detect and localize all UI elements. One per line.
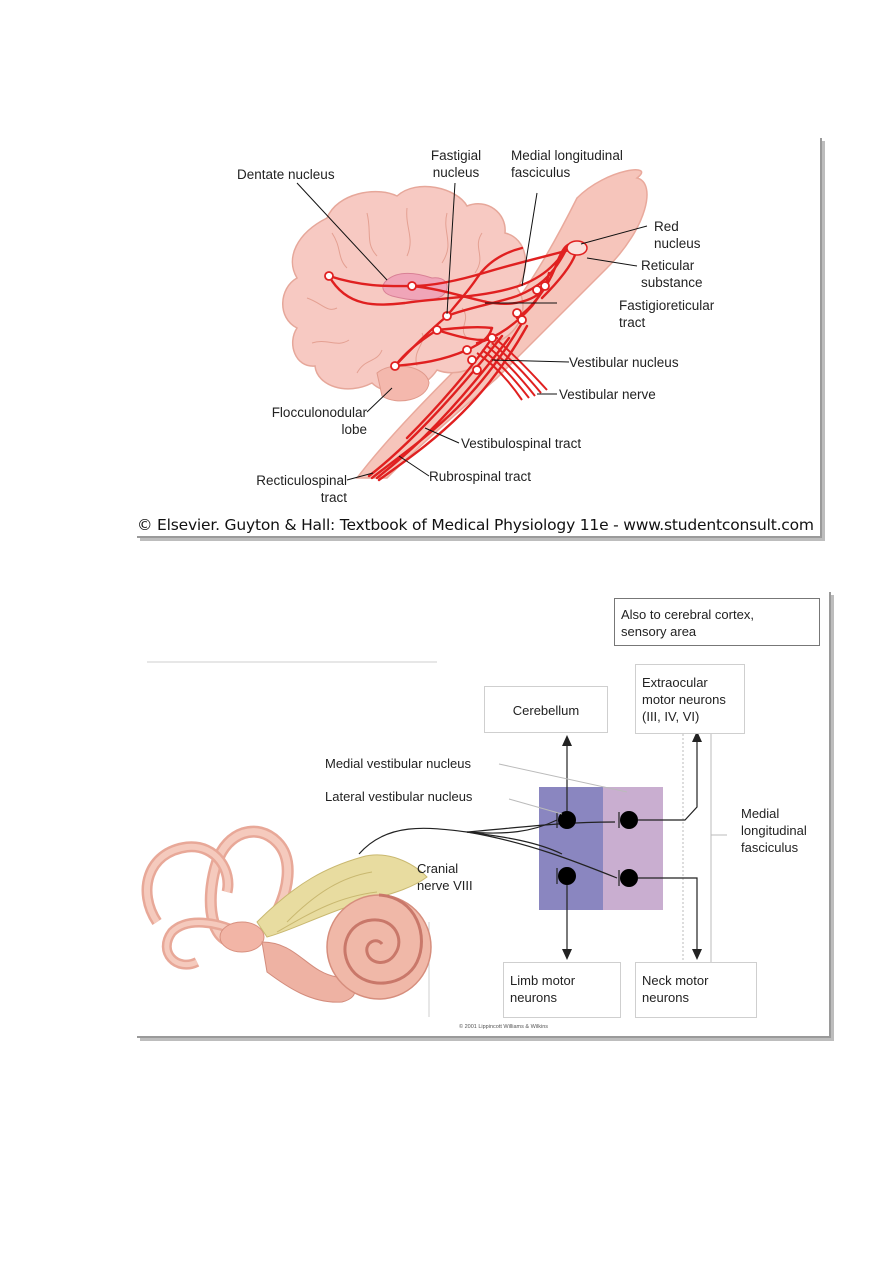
flocculonodular-lobe-shape bbox=[376, 365, 430, 402]
label-fastigioreticular-tract: Fastigioreticular tract bbox=[619, 298, 715, 330]
label-vestibular-nucleus: Vestibular nucleus bbox=[569, 355, 679, 370]
label-dentate-nucleus: Dentate nucleus bbox=[237, 167, 335, 182]
red-nucleus-shape bbox=[566, 240, 588, 256]
label-cranial-nerve-viii: Cranial nerve VIII bbox=[417, 861, 473, 893]
figure1-copyright: © Elsevier. Guyton & Hall: Textbook of M… bbox=[137, 516, 814, 534]
box-neck-motor-neurons: Neck motor neurons bbox=[635, 962, 757, 1018]
vestibular-connections-diagram bbox=[141, 661, 727, 1017]
vestibular-connections-figure: Also to cerebral cortex, sensory area Ce… bbox=[137, 592, 831, 1038]
label-flocculonodular-lobe: Flocculonodular lobe bbox=[271, 405, 367, 437]
label-red-nucleus: Red nucleus bbox=[654, 219, 701, 251]
cerebellar-folia bbox=[306, 207, 483, 374]
inner-ear-illustration bbox=[141, 825, 432, 1003]
leader-lines bbox=[296, 182, 648, 481]
cranial-nerve-fibers bbox=[358, 819, 618, 879]
label-lateral-vestibular-nucleus: Lateral vestibular nucleus bbox=[325, 789, 473, 804]
label-reticular-substance: Reticular substance bbox=[641, 258, 703, 290]
label-medial-longitudinal-fasciculus: Medial longitudinal fasciculus bbox=[511, 148, 623, 180]
output-pathways bbox=[566, 740, 698, 952]
box-cerebral-cortex: Also to cerebral cortex, sensory area bbox=[614, 598, 820, 646]
figure2-copyright: © 2001 Lippincott Williams & Wilkins bbox=[459, 1024, 549, 1030]
box-cerebellum: Cerebellum bbox=[484, 686, 608, 733]
arrowheads bbox=[562, 731, 702, 960]
label-medial-longitudinal-fasciculus-2: Medial longitudinal fasciculus bbox=[741, 806, 807, 855]
nucleus-dots bbox=[558, 811, 638, 887]
label-fastigial-nucleus: Fastigial nucleus bbox=[430, 148, 482, 180]
label-recticulospinal-tract: Recticulospinal tract bbox=[256, 473, 347, 505]
label-vestibulospinal-tract: Vestibulospinal tract bbox=[461, 436, 582, 451]
medial-nucleus-block bbox=[603, 787, 663, 910]
cerebellar-pathways-illustration bbox=[282, 169, 648, 482]
box-extraocular-motor-neurons: Extraocular motor neurons (III, IV, VI) bbox=[635, 664, 745, 734]
label-rubrospinal-tract: Rubrospinal tract bbox=[429, 469, 532, 484]
label-vestibular-nerve: Vestibular nerve bbox=[559, 387, 656, 402]
nuclei-points bbox=[324, 243, 582, 375]
figure2-leader-lines bbox=[498, 763, 628, 815]
synapse-marks bbox=[556, 812, 620, 886]
cerebellar-pathways-figure: Dentate nucleus Fastigial nucleus Medial… bbox=[137, 138, 822, 538]
box-limb-motor-neurons: Limb motor neurons bbox=[503, 962, 621, 1018]
vestibular-nerve-bundle bbox=[476, 339, 548, 401]
label-medial-vestibular-nucleus: Medial vestibular nucleus bbox=[325, 756, 471, 771]
